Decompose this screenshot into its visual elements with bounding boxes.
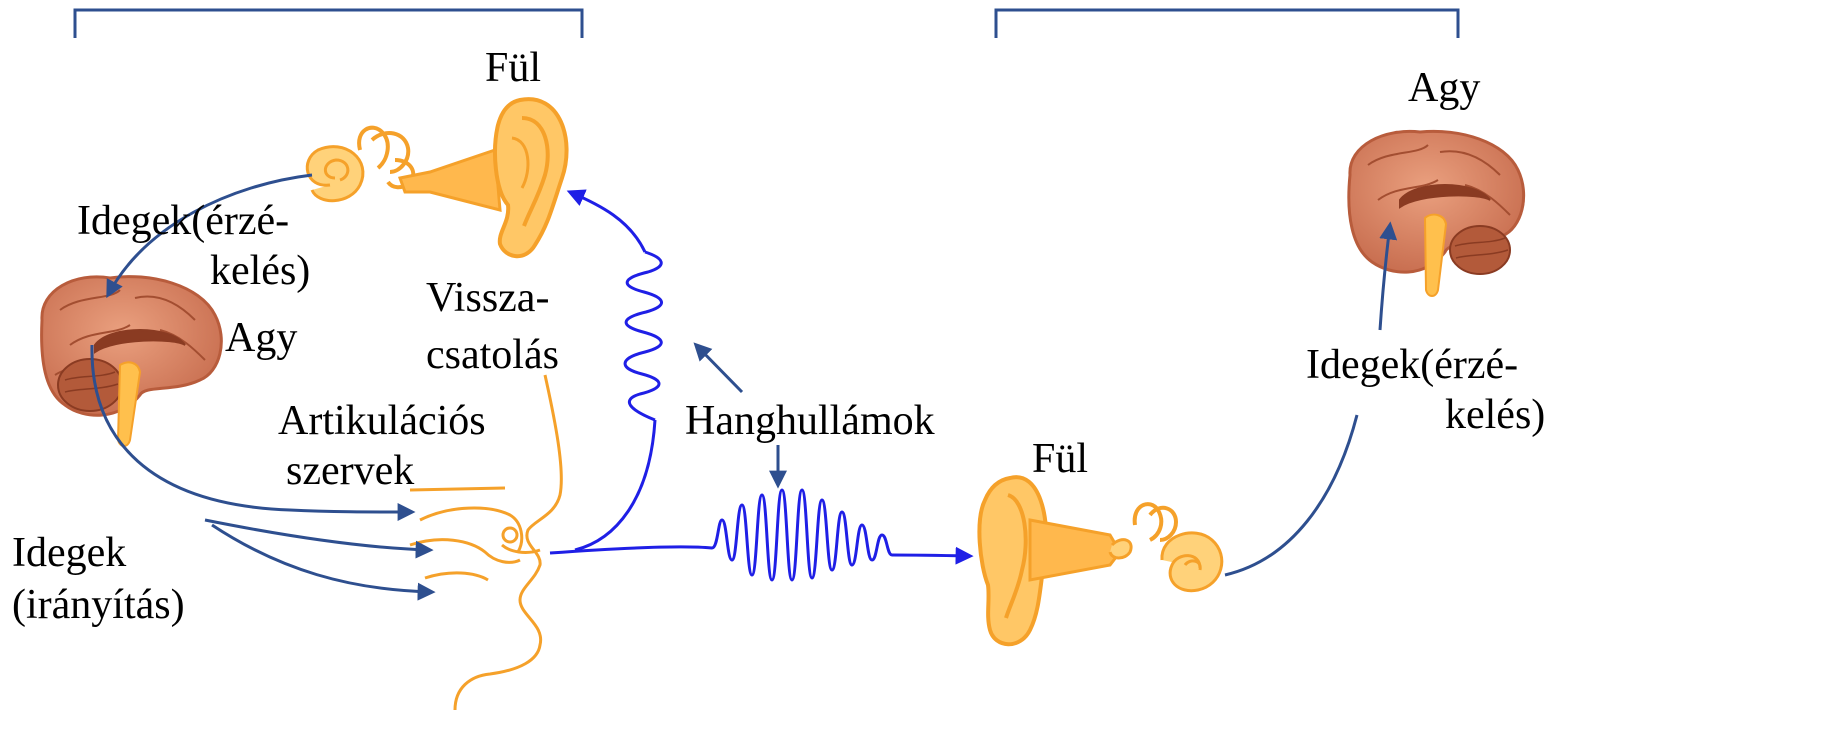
- label-nerves-sensory-speaker-line2: kelés): [210, 248, 311, 294]
- label-ear-listener: Fül: [1032, 436, 1089, 482]
- sound-label-pointer-up: [693, 342, 744, 394]
- label-feedback-line1: Vissza-: [426, 275, 550, 321]
- ear-icon: [305, 97, 569, 259]
- label-nerves-sensory-listener-line1: Idegek(érzé-: [1306, 342, 1519, 388]
- label-nerves-sensory-speaker: Idegek(érzé-: [77, 198, 289, 244]
- label-articulators-line2: szervek: [286, 448, 415, 494]
- label-sound-waves: Hanghullámok: [685, 398, 935, 444]
- label-nerves-sensory-listener-line2: kelés): [1445, 392, 1546, 438]
- label-articulators-line1: Artikulációs: [278, 398, 486, 444]
- speaker-bracket: [73, 8, 584, 38]
- label-brain-speaker: Agy: [225, 315, 298, 361]
- listener-bracket: [994, 8, 1460, 38]
- brain-icon: [1347, 129, 1526, 297]
- feedback-sound-path: [566, 189, 663, 552]
- brain-icon: [40, 275, 223, 447]
- sound-wave-icon: [549, 488, 974, 582]
- label-nerves-control-line1: Idegek: [12, 530, 127, 576]
- nerve-arrow-ear-to-brain: [106, 173, 313, 299]
- head-profile-icon: [409, 374, 563, 711]
- label-brain-listener: Agy: [1408, 65, 1481, 111]
- label-nerves-control-line2: (irányítás): [12, 582, 185, 628]
- label-line: Idegek(érzé-: [77, 198, 290, 244]
- label-feedback-line2: csatolás: [426, 332, 559, 378]
- label-ear-speaker: Fül: [485, 45, 542, 91]
- nerve-arrow-brain-to-articulators: [90, 344, 436, 601]
- nerve-arrow-ear-to-brain-listener: [1224, 221, 1398, 577]
- ear-icon: [977, 475, 1224, 647]
